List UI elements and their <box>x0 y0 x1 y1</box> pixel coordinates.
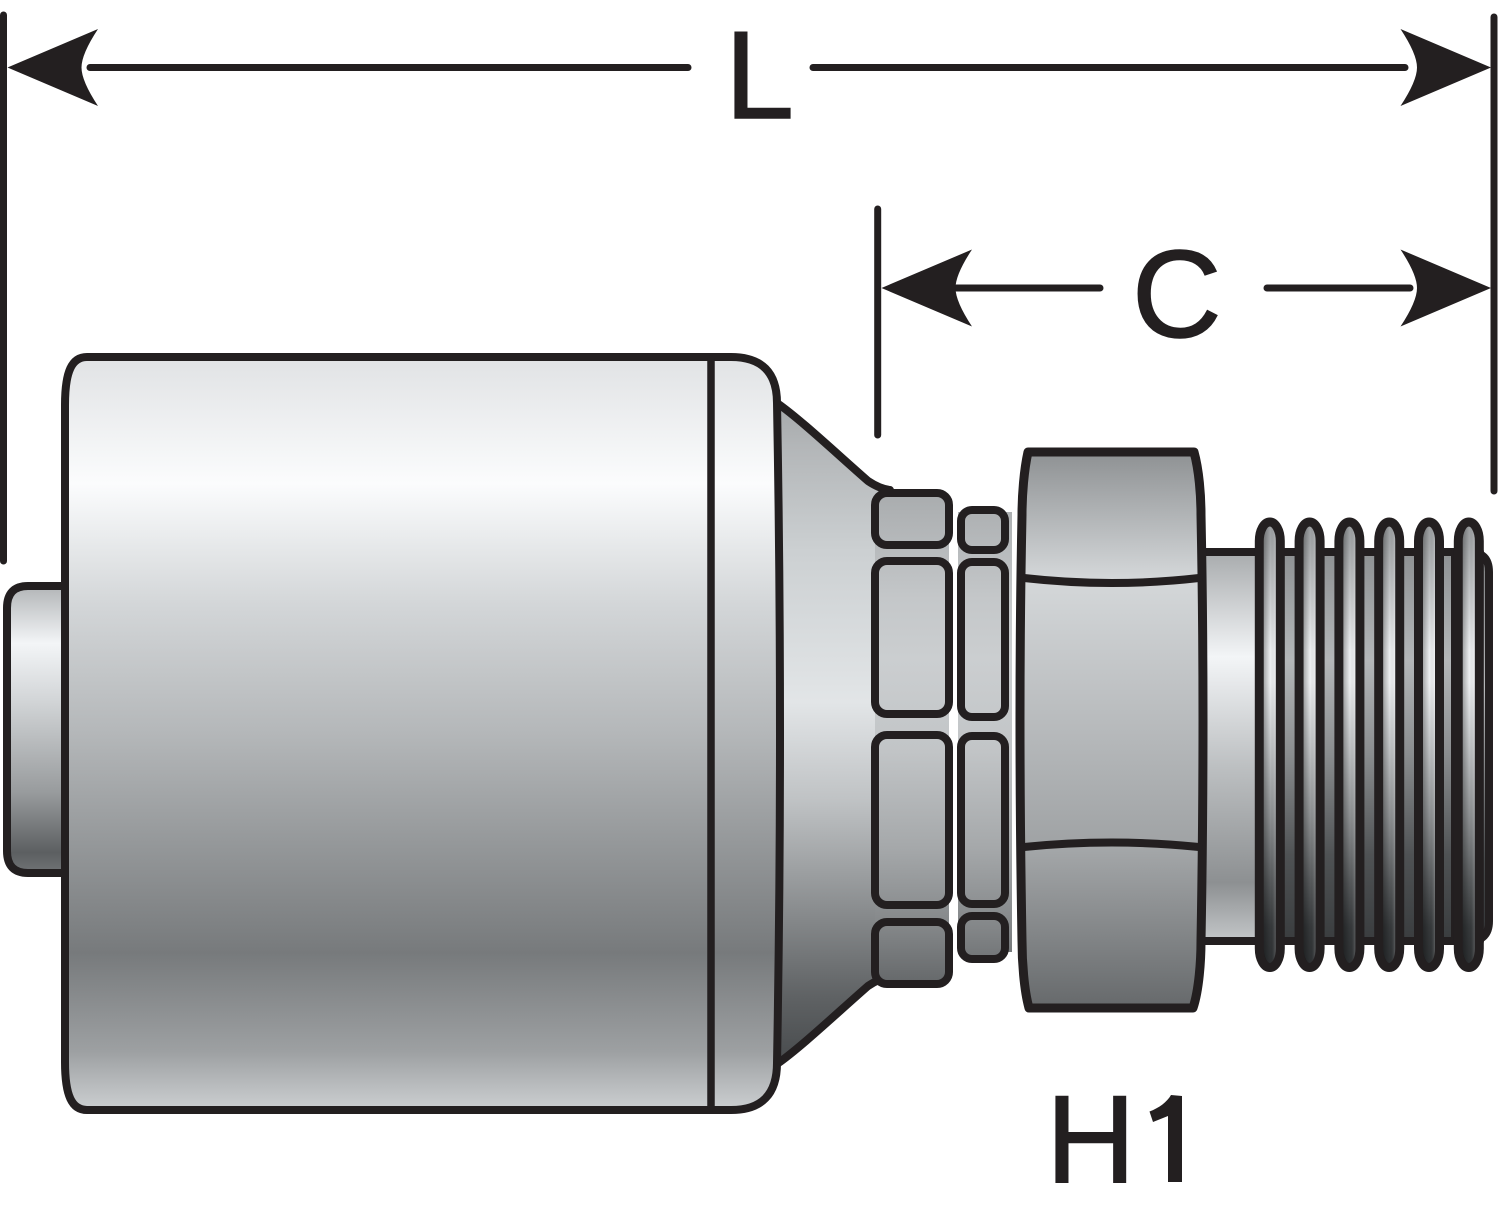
svg-text:C: C <box>1132 226 1222 364</box>
svg-text:H: H <box>1046 1071 1136 1209</box>
svg-text:L: L <box>725 7 794 145</box>
